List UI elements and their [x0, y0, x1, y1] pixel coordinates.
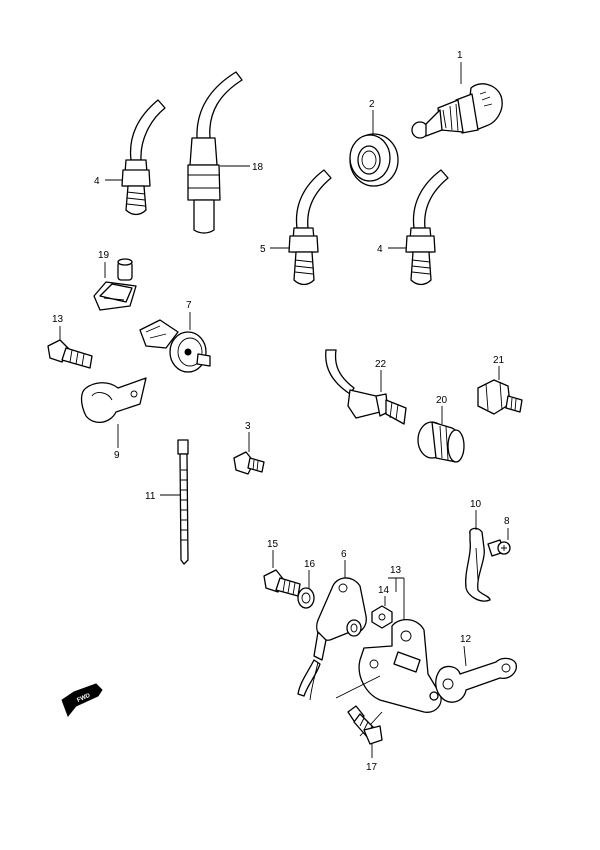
part-10-strap[interactable]: [465, 527, 491, 602]
part-5-sensor[interactable]: [288, 169, 332, 286]
part-14-nut[interactable]: [371, 605, 393, 629]
callout-4a: 4: [94, 176, 100, 187]
part-9-clamp[interactable]: [80, 377, 147, 423]
callout-11: 11: [145, 491, 156, 502]
callout-15: 15: [267, 539, 279, 550]
callout-1: 1: [457, 50, 463, 61]
callout-7: 7: [186, 300, 192, 311]
part-4-sensor-left[interactable]: [121, 99, 166, 216]
callout-12: 12: [460, 634, 472, 645]
part-4-sensor-right[interactable]: [405, 169, 449, 286]
callout-4b: 4: [377, 244, 383, 255]
callout-8: 8: [504, 516, 510, 527]
part-20-fitting[interactable]: [417, 421, 465, 463]
part-21-sensor[interactable]: [477, 379, 523, 415]
callout-21: 21: [493, 355, 505, 366]
part-1-sensor-connector[interactable]: [411, 83, 503, 139]
part-12-lever[interactable]: [435, 657, 517, 703]
part-13-bolt[interactable]: [47, 339, 93, 369]
callout-13b: 13: [390, 565, 402, 576]
callout-17: 17: [366, 762, 378, 773]
part-7-switch[interactable]: [139, 319, 211, 373]
callout-10: 10: [470, 499, 482, 510]
part-11-cable-tie[interactable]: [177, 439, 189, 565]
part-8-screw[interactable]: [487, 539, 511, 557]
part-17-bolt[interactable]: [347, 705, 383, 745]
callout-6: 6: [341, 549, 347, 560]
part-18-long-sensor[interactable]: [187, 71, 243, 234]
callout-16: 16: [304, 559, 316, 570]
fwd-badge: FWD: [61, 683, 103, 717]
callout-14: 14: [378, 585, 390, 596]
part-6-switch[interactable]: [297, 577, 367, 701]
callout-22: 22: [375, 359, 387, 370]
callout-2: 2: [369, 99, 375, 110]
callout-13a: 13: [52, 314, 64, 325]
callout-19: 19: [98, 250, 110, 261]
callout-20: 20: [436, 395, 448, 406]
part-3-bolt[interactable]: [233, 451, 265, 475]
part-22-sensor[interactable]: [325, 349, 407, 425]
fwd-label: FWD: [76, 693, 92, 704]
callout-9: 9: [114, 450, 120, 461]
callout-18: 18: [252, 162, 264, 173]
part-19-clip[interactable]: [93, 258, 137, 311]
part-15-bolt[interactable]: [263, 569, 301, 597]
part-2-grommet[interactable]: [349, 133, 399, 187]
forward-arrow-icon: [61, 683, 103, 717]
callout-5: 5: [260, 244, 266, 255]
part-16-washer[interactable]: [297, 587, 315, 609]
callout-3: 3: [245, 421, 251, 432]
switch-bracket-plate[interactable]: [358, 619, 442, 713]
